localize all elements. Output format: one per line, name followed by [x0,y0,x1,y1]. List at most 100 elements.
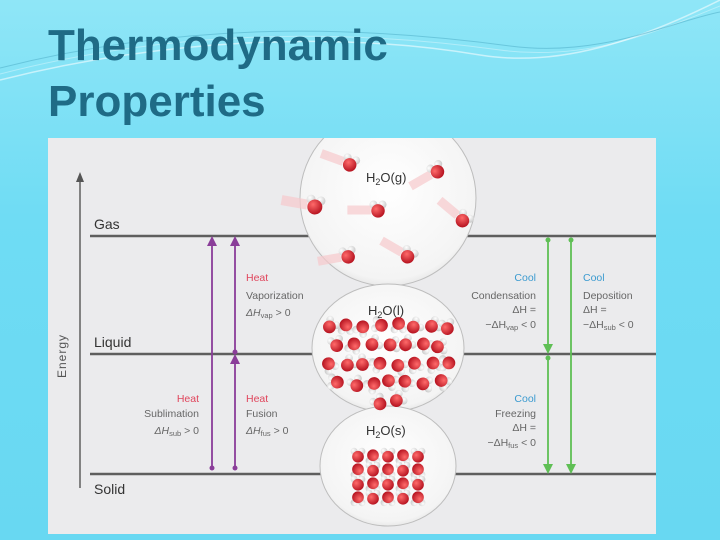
water-molecule [337,318,354,335]
slide-title: Thermodynamic Properties [48,18,388,130]
gas-molecules [280,149,474,266]
water-molecule [319,149,361,172]
condensation-label: Cool Condensation ΔH = −ΔHvap < 0 [471,272,536,332]
sublimation-arrow-tail [209,465,215,471]
water-molecule [410,491,426,507]
liquid-level-label: Liquid [94,334,131,350]
sublimation-delta-h: ΔHsub > 0 [153,425,199,438]
water-molecule [436,196,474,228]
water-molecule [380,475,396,491]
water-molecule [352,320,370,338]
liquid-molecules [322,315,456,411]
slide-title-line-2: Properties [48,77,266,126]
water-molecule [399,334,417,352]
water-molecule [438,318,455,335]
water-molecule [383,336,401,353]
solid-level-label: Solid [94,481,125,497]
water-molecule [416,376,434,393]
water-molecule [369,392,387,411]
water-molecule [365,334,384,351]
vaporization-label: Heat Vaporization ΔHvap > 0 [245,272,304,320]
water-molecule [280,194,326,215]
water-molecule [395,489,411,505]
deposition-arrowhead [566,464,576,474]
water-molecule [398,374,416,393]
water-molecule [368,356,387,374]
condensation-delta-h-line1: ΔH = [512,304,536,316]
water-molecule [344,337,361,355]
water-molecule [365,489,381,505]
water-molecule [323,315,341,334]
fusion-delta-h: ΔHfus > 0 [245,425,289,438]
water-molecule [410,447,426,463]
water-molecule [406,316,425,334]
water-molecule [370,316,388,333]
deposition-delta-h-line2: −ΔHsub < 0 [583,319,634,332]
water-molecule [327,373,344,390]
condensation-arrowhead [543,344,553,354]
vaporization-name: Vaporization [246,290,304,302]
freezing-name: Freezing [495,408,536,420]
freezing-delta-h-line2: −ΔHfus < 0 [487,437,536,450]
water-molecule [317,245,356,266]
freezing-arrow-tail [545,355,551,361]
sublimation-label: Heat Sublimation ΔHsub > 0 [144,393,199,438]
vaporization-arrow-tail [232,349,238,355]
liquid-state-label: H2O(l) [368,303,404,320]
deposition-arrow-tail [568,237,574,243]
freezing-label: Cool Freezing ΔH = −ΔHfus < 0 [487,393,536,450]
condensation-kind: Cool [514,272,536,284]
water-molecule [390,317,407,334]
energy-axis-label: Energy [55,334,69,378]
water-molecule [362,377,381,395]
fusion-label: Heat Fusion ΔHfus > 0 [245,393,289,438]
sublimation-kind: Heat [177,393,199,405]
water-molecule [327,334,344,352]
water-molecule [380,447,396,463]
water-molecule [350,491,366,507]
water-molecule [389,389,408,407]
water-molecule [379,236,419,264]
fusion-kind: Heat [246,393,268,405]
vaporization-kind: Heat [246,272,268,284]
condensation-arrow-tail [545,237,551,243]
fusion-name: Fusion [246,408,278,420]
fusion-arrowhead [230,354,240,364]
deposition-kind: Cool [583,272,605,284]
water-molecule [380,491,396,507]
water-molecule [408,356,425,375]
vaporization-delta-h: ΔHvap > 0 [245,307,291,320]
water-molecule [417,337,435,355]
condensation-name: Condensation [471,290,536,302]
deposition-label: Cool Deposition ΔH = −ΔHsub < 0 [583,272,634,332]
freezing-kind: Cool [514,393,536,405]
water-molecule [408,160,445,191]
freezing-arrowhead [543,464,553,474]
water-molecule [350,475,366,491]
water-molecule [322,357,340,375]
gas-state-label: H2O(g) [366,170,406,187]
deposition-delta-h-line1: ΔH = [583,304,607,316]
water-molecule [382,374,400,392]
solid-molecules [350,447,426,507]
gas-level-label: Gas [94,216,120,232]
water-molecule [391,359,409,376]
water-molecule [347,200,387,218]
solid-state-label: H2O(s) [366,423,406,440]
water-molecule [365,461,381,477]
water-molecule [438,355,456,372]
phase-change-diagram: Energy Gas Liquid Solid Heat Sublimat [48,138,656,534]
vaporization-arrowhead [230,236,240,246]
deposition-name: Deposition [583,290,633,302]
fusion-arrow-tail [232,465,238,471]
water-molecule [346,374,364,393]
sublimation-arrowhead [207,236,217,246]
background-swoosh [0,0,720,81]
freezing-delta-h-line1: ΔH = [512,422,536,434]
phase-change-figure: Energy Gas Liquid Solid Heat Sublimat [48,138,656,534]
water-molecule [395,461,411,477]
slide-title-line-1: Thermodynamic [48,21,388,70]
condensation-delta-h-line2: −ΔHvap < 0 [485,319,536,332]
water-molecule [410,475,426,491]
sublimation-name: Sublimation [144,408,199,420]
